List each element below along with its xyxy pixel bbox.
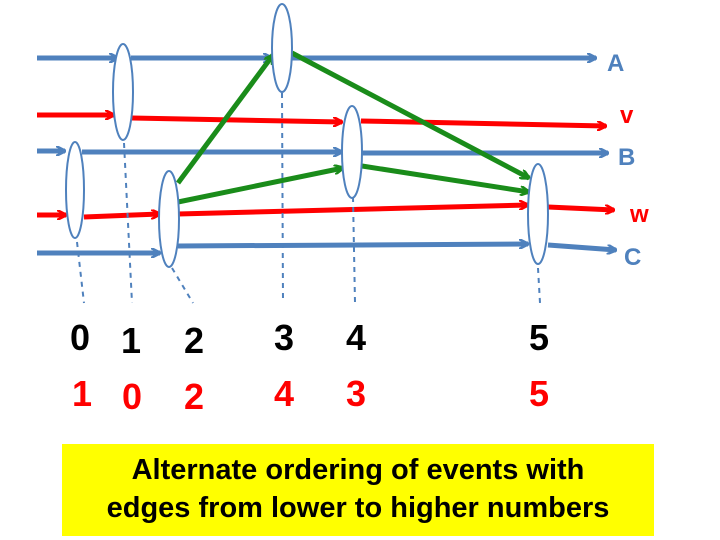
line-v-segment	[131, 115, 342, 122]
line-c-segment	[547, 242, 616, 250]
event-1-node	[112, 43, 134, 141]
caption-text: Alternate ordering of events with edges …	[62, 452, 654, 527]
event-2-node	[158, 170, 180, 268]
order-a-4: 4	[345, 317, 367, 358]
edge-2-to-4	[177, 168, 343, 205]
line-w-segment	[83, 214, 160, 220]
order-a-0: 0	[69, 317, 91, 358]
dashed-leader	[537, 267, 541, 304]
caption-box: Alternate ordering of events with edges …	[62, 444, 654, 536]
line-label-v: v	[620, 102, 634, 129]
order-b-3: 4	[273, 373, 295, 414]
order-a-3: 3	[273, 317, 295, 358]
dashed-leader	[352, 196, 356, 304]
order-b-2: 2	[183, 376, 205, 417]
edge-4-to-5	[361, 163, 529, 192]
line-label-w: w	[629, 201, 649, 228]
edge-3-to-5	[290, 50, 529, 181]
event-3-node	[271, 3, 293, 93]
order-b-1: 0	[121, 376, 143, 417]
order-a-1: 1	[120, 320, 142, 361]
order-a-5: 5	[528, 317, 550, 358]
edge-2-to-3	[175, 55, 273, 185]
line-label-a: A	[607, 50, 624, 77]
dashed-leader	[123, 142, 133, 304]
line-label-c: C	[624, 244, 641, 271]
line-c-segment	[177, 244, 528, 246]
event-0-node	[65, 141, 85, 239]
caption-line-2: edges from lower to higher numbers	[106, 492, 610, 524]
dashed-leader	[281, 92, 284, 304]
line-label-b: B	[618, 144, 635, 171]
line-w-segment	[547, 204, 614, 210]
event-4-node	[341, 105, 363, 199]
caption-line-1: Alternate ordering of events with	[131, 454, 585, 487]
line-v-segment	[360, 118, 606, 126]
order-a-2: 2	[183, 320, 205, 361]
order-b-5: 5	[528, 373, 550, 414]
dashed-leader	[171, 267, 194, 304]
order-b-4: 3	[345, 373, 367, 414]
event-5-node	[527, 163, 549, 265]
dashed-leader	[76, 241, 85, 304]
order-b-0: 1	[71, 373, 93, 414]
